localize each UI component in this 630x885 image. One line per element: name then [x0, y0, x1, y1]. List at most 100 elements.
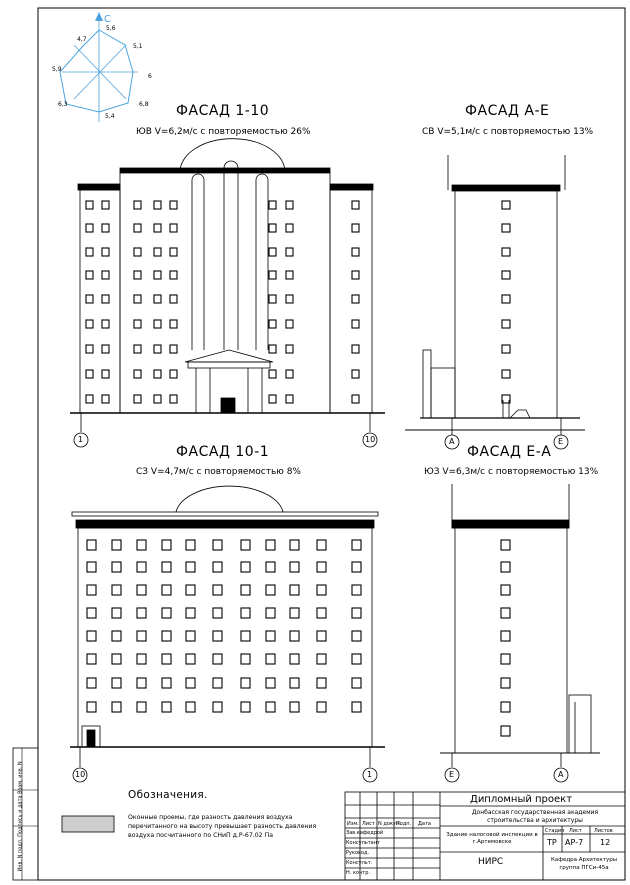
window — [289, 653, 300, 665]
axis-label: Е — [449, 770, 455, 779]
window — [101, 270, 110, 280]
window — [212, 630, 223, 642]
stamp-organization: Кафедра Архитектуры группа ПГСи-45а — [550, 857, 618, 871]
window — [212, 701, 223, 713]
window — [101, 344, 110, 354]
window — [133, 344, 142, 354]
window — [212, 561, 223, 573]
window — [501, 319, 511, 329]
window — [161, 584, 172, 596]
window — [316, 653, 327, 665]
wind-rose-value: 6,8 — [139, 101, 149, 108]
window — [316, 677, 327, 689]
window — [133, 294, 142, 304]
window — [85, 223, 94, 233]
window — [136, 630, 147, 642]
window — [268, 344, 277, 354]
window — [161, 653, 172, 665]
window — [351, 653, 362, 665]
stamp-col-header: Изм. — [347, 821, 359, 827]
window — [501, 247, 511, 257]
sheet-frame — [37, 7, 626, 881]
window — [169, 319, 178, 329]
windows-facade-1-10 — [85, 200, 360, 404]
window — [285, 319, 294, 329]
stamp-sheet: АР-7 — [565, 838, 584, 847]
axis-label: А — [558, 770, 564, 779]
window — [265, 539, 276, 551]
window — [285, 369, 294, 379]
window — [161, 677, 172, 689]
stamp-role: Н. контр. — [346, 870, 370, 876]
window — [500, 701, 511, 713]
facade-e-a — [440, 484, 600, 754]
facade-10-1 — [70, 485, 385, 748]
window — [86, 539, 97, 551]
window — [351, 200, 360, 210]
window — [111, 539, 122, 551]
window — [136, 561, 147, 573]
window — [185, 701, 196, 713]
window — [133, 394, 142, 404]
window — [240, 677, 251, 689]
window — [240, 607, 251, 619]
window — [501, 223, 511, 233]
window — [351, 607, 362, 619]
wind-rose-value: 4,7 — [77, 36, 87, 43]
window — [136, 701, 147, 713]
stamp-institution: Донбасская государственная академия стро… — [471, 809, 599, 824]
facade-title: ФАСАД Е-А — [467, 444, 552, 460]
stamp-sheets: 12 — [600, 838, 611, 847]
facade-1-10 — [70, 138, 385, 414]
window — [169, 344, 178, 354]
window — [153, 200, 162, 210]
window — [316, 539, 327, 551]
window — [289, 561, 300, 573]
wind-rose-north: С — [104, 14, 111, 25]
windows-facade-e-a — [500, 539, 511, 737]
legend-text: Оконные проемы, где разность давления во… — [128, 814, 317, 839]
wind-rose-value: 5,6 — [106, 25, 116, 32]
window — [136, 539, 147, 551]
window — [86, 677, 97, 689]
window — [133, 369, 142, 379]
window — [351, 561, 362, 573]
window — [111, 561, 122, 573]
window — [351, 394, 360, 404]
facade-wind-note: ЮВ V=6,2м/с с повторяемостью 26% — [136, 127, 311, 137]
stamp-col-header: Дата — [418, 821, 431, 827]
window — [212, 539, 223, 551]
window — [101, 319, 110, 329]
window — [136, 607, 147, 619]
window — [86, 584, 97, 596]
window — [351, 270, 360, 280]
window — [111, 701, 122, 713]
window — [101, 369, 110, 379]
window — [136, 653, 147, 665]
stamp-sheets-header: Листов — [594, 828, 613, 834]
window — [240, 584, 251, 596]
window — [85, 294, 94, 304]
window — [85, 369, 94, 379]
window — [86, 561, 97, 573]
window — [500, 584, 511, 596]
window — [316, 584, 327, 596]
window — [316, 630, 327, 642]
window — [86, 630, 97, 642]
window — [285, 294, 294, 304]
window — [153, 270, 162, 280]
window — [285, 394, 294, 404]
axis-label: 1 — [367, 770, 373, 779]
side-stamp-text: Инв. N подл. Подпись и дата Взам. инв. N — [17, 761, 24, 872]
window — [289, 630, 300, 642]
window — [285, 247, 294, 257]
window — [185, 539, 196, 551]
window — [133, 270, 142, 280]
window — [185, 561, 196, 573]
facade-title: ФАСАД 1-10 — [176, 103, 270, 119]
stamp-stage-header: Стадия — [545, 828, 565, 834]
window — [351, 584, 362, 596]
axis-label: Е — [558, 437, 564, 446]
window — [111, 607, 122, 619]
window — [85, 200, 94, 210]
